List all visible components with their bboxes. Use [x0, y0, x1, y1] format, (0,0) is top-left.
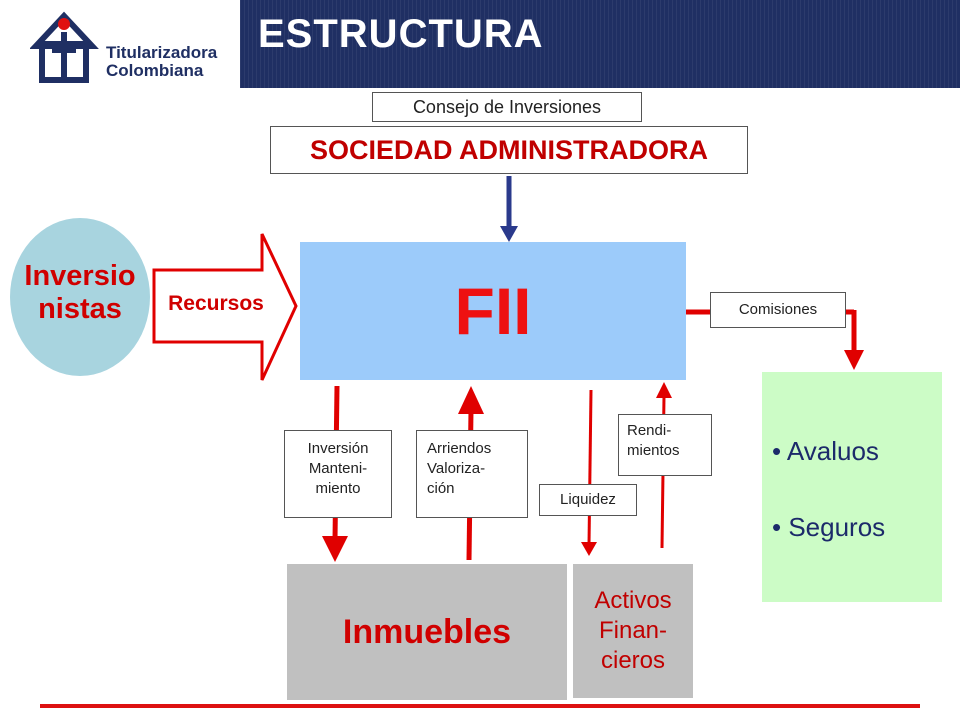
arriendos-line1: Arriendos: [427, 440, 492, 457]
liquidez-arrowhead: [581, 542, 597, 556]
arriendos-line2: Valoriza-: [427, 460, 486, 477]
inversionistas-line2: nistas: [38, 293, 122, 325]
consejo-box: Consejo de Inversiones: [372, 92, 642, 122]
service-seguros: • Seguros: [772, 512, 886, 542]
comisiones-box: Comisiones: [710, 292, 846, 328]
activos-line1: Activos: [594, 587, 672, 614]
arriendos-line3: ción: [427, 480, 455, 497]
inversionistas-circle: Inversio nistas: [10, 218, 150, 376]
inversion-line1: Inversión: [307, 440, 369, 457]
comisiones-arrowhead: [844, 350, 864, 370]
sociedad-box: SOCIEDAD ADMINISTRADORA: [270, 126, 748, 174]
inversionistas-line1: Inversio: [24, 260, 136, 292]
liquidez-arrow: [587, 389, 593, 546]
activos-box: Activos Finan- cieros: [573, 564, 693, 698]
inversion-arrowhead: [322, 536, 348, 562]
service-avaluos: • Avaluos: [772, 436, 879, 466]
logo: Titularizadora Colombiana: [0, 0, 240, 88]
rendimientos-line1: Rendi-: [627, 422, 672, 439]
logo-line1: Titularizadora: [106, 43, 218, 62]
recursos-arrow: [152, 233, 298, 381]
services-box: • Avaluos • Seguros: [762, 372, 942, 602]
arriendos-arrowhead: [458, 386, 484, 414]
recursos-label: Recursos: [168, 292, 264, 315]
logo-line2: Colombiana: [106, 61, 204, 80]
house-logo-icon: [30, 11, 99, 83]
bottom-divider: [40, 704, 920, 708]
inversion-line2: Manteni-: [308, 460, 368, 477]
arriendos-box: Arriendos Valoriza- ción: [416, 430, 528, 518]
rendimientos-line2: mientos: [627, 442, 680, 459]
liquidez-box: Liquidez: [539, 484, 637, 516]
inversion-box: Inversión Manteni- miento: [284, 430, 392, 518]
inversion-line3: miento: [315, 480, 361, 497]
activos-line3: cieros: [600, 647, 666, 674]
logo-text: Titularizadora Colombiana: [106, 44, 217, 80]
sociedad-to-fii-arrowhead: [500, 226, 518, 242]
fii-box: FII: [300, 242, 686, 380]
page-title: ESTRUCTURA: [258, 12, 544, 56]
inmuebles-box: Inmuebles: [287, 564, 567, 700]
rendimientos-arrowhead: [656, 382, 672, 398]
activos-line2: Finan-: [598, 617, 668, 644]
rendimientos-box: Rendi- mientos: [618, 414, 712, 476]
